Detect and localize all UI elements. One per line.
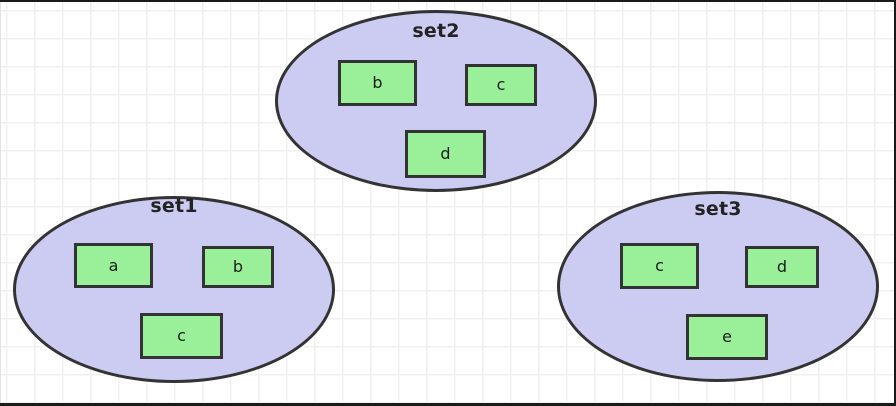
member-box-set2-c[interactable]: c <box>465 64 537 106</box>
canvas-border-right <box>894 0 896 406</box>
member-box-set3-c[interactable]: c <box>620 243 699 289</box>
set-label-set3: set3 <box>694 198 742 220</box>
canvas-border-top <box>0 0 896 2</box>
member-label: c <box>496 75 506 94</box>
member-box-set1-a[interactable]: a <box>74 243 153 288</box>
member-label: b <box>372 73 383 92</box>
member-box-set3-d[interactable]: d <box>745 246 819 288</box>
member-label: e <box>722 327 732 346</box>
member-label: a <box>108 255 119 275</box>
canvas-border-left <box>0 0 1 406</box>
member-box-set2-b[interactable]: b <box>338 60 417 106</box>
canvas-border-bottom <box>0 403 896 406</box>
set-label-set1: set1 <box>150 195 198 217</box>
member-label: c <box>655 256 664 275</box>
member-label: d <box>440 144 451 163</box>
member-label: d <box>776 257 788 276</box>
set-label-set2: set2 <box>412 20 460 42</box>
member-box-set3-e[interactable]: e <box>686 314 768 360</box>
member-label: c <box>177 326 186 345</box>
member-box-set1-c[interactable]: c <box>140 313 223 359</box>
member-box-set1-b[interactable]: b <box>202 246 274 288</box>
member-label: b <box>232 257 244 276</box>
member-box-set2-d[interactable]: d <box>405 130 486 178</box>
